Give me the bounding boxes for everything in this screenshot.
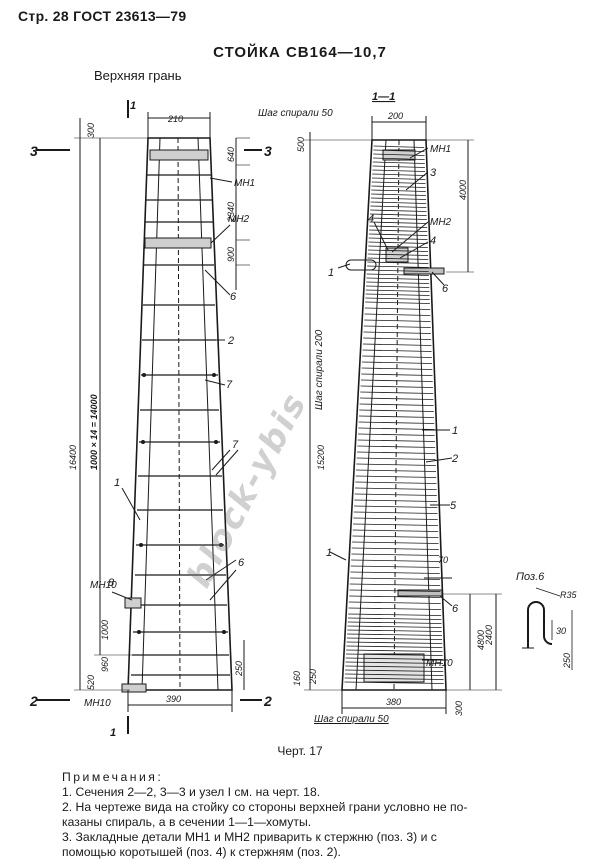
- right-dim-300: 300: [454, 701, 464, 716]
- left-contour: [127, 137, 233, 691]
- dim-spacing: 1000 × 14 = 14000: [89, 394, 99, 470]
- left-view: [36, 100, 262, 734]
- pos-7b: 7: [232, 439, 239, 451]
- pos-7a: 7: [226, 379, 233, 391]
- right-dim-250: 250: [308, 669, 318, 685]
- dim-250: 250: [234, 661, 244, 677]
- detail-radius: R35: [560, 590, 578, 600]
- dim-1000: 1000: [100, 620, 110, 640]
- note-line: 3. Закладные детали МН1 и МН2 приварить …: [62, 830, 437, 844]
- right-label-mn2: МН2: [430, 217, 452, 228]
- section-2-left: 2: [29, 693, 38, 709]
- label-mn1: МН1: [234, 178, 255, 189]
- dim-960: 960: [100, 657, 110, 672]
- right-pos-6b: 6: [452, 603, 459, 615]
- note-line: казаны спираль, а в сечении 1—1—хомуты.: [62, 815, 312, 829]
- label-mn10-lower: МН10: [84, 698, 111, 709]
- right-dim-500: 500: [296, 137, 306, 152]
- right-view: [304, 116, 502, 714]
- right-pos-3: 3: [430, 167, 437, 179]
- detail-dim-30: 30: [556, 626, 566, 636]
- pos-6b: 6: [238, 557, 245, 569]
- mn10-plate: [121, 683, 147, 693]
- dim-900: 900: [226, 247, 236, 262]
- notes-heading: Примечания:: [62, 770, 164, 784]
- right-pos-5: 5: [450, 500, 457, 512]
- dim-bottom-width: 390: [166, 694, 181, 704]
- detail-poz6: [522, 587, 573, 670]
- mn2-plate: [144, 237, 212, 249]
- left-inner-line: [197, 137, 219, 691]
- section-mark-1-bottom: 1: [110, 727, 116, 739]
- right-pos-4b: 4: [430, 235, 436, 247]
- detail-dim-250: 250: [562, 653, 572, 669]
- spiral-step-middle: Шаг спирали 200: [314, 329, 325, 410]
- right-dim-top-width: 200: [387, 111, 403, 121]
- note-line: 2. На чертеже вида на стойку со стороны …: [62, 800, 468, 814]
- left-ties: [131, 174, 230, 676]
- right-pos-1b: 1: [452, 425, 458, 437]
- notes-block: Примечания: 1. Сечения 2—2, 3—3 и узел I…: [62, 770, 592, 860]
- label-mn10-upper: МН10: [90, 580, 117, 591]
- pos-6a: 6: [230, 291, 237, 303]
- right-pos-6a: 6: [442, 283, 449, 295]
- section-mark-1-top: 1: [130, 100, 136, 112]
- right-pos-4a: 4: [368, 213, 374, 225]
- mn10-upper-plate: [124, 597, 142, 609]
- page-header: Стр. 28 ГОСТ 23613—79: [18, 8, 187, 24]
- right-dim-4800: 4800: [476, 630, 486, 650]
- note-line: 1. Сечения 2—2, 3—3 и узел I см. на черт…: [62, 785, 321, 799]
- label-mn2: МН2: [228, 214, 250, 225]
- section-3-left: 3: [30, 143, 38, 159]
- right-label-mn1: МН1: [430, 144, 451, 155]
- spiral-hatching: [344, 145, 444, 684]
- right-dim-15200: 15200: [316, 445, 326, 470]
- right-dim-4000: 4000: [458, 180, 468, 200]
- pos-2: 2: [227, 335, 234, 347]
- figure-caption: Черт. 17: [277, 744, 323, 758]
- pos-8: 8: [108, 577, 115, 589]
- section-3-right: 3: [264, 143, 272, 159]
- mn1-plate: [149, 149, 209, 161]
- left-axis-line: [177, 137, 181, 691]
- spiral-step-top: Шаг спирали 50: [258, 108, 333, 119]
- section-2-right: 2: [263, 693, 272, 709]
- right-label-mn10: МН10: [426, 658, 453, 669]
- right-pos-1a: 1: [328, 267, 334, 279]
- dim-top-width: 210: [167, 114, 183, 124]
- dim-640: 640: [226, 147, 236, 162]
- dim-2340: 2340: [226, 202, 236, 223]
- dim-top-offset: 300: [86, 123, 96, 138]
- right-dim-2400: 2400: [484, 625, 494, 646]
- right-dim-bottom-width: 380: [386, 697, 401, 707]
- right-dim-70: 70: [438, 555, 448, 565]
- section-title-1-1: 1—1: [372, 91, 395, 103]
- right-dim-160: 160: [292, 671, 302, 686]
- dim-520: 520: [86, 675, 96, 690]
- drawing-title: СТОЙКА СВ164—10,7: [213, 44, 387, 61]
- view-label: Верхняя грань: [94, 68, 182, 83]
- note-line: помощью коротышей (поз. 4) к стержням (п…: [62, 845, 341, 859]
- detail-title: Поз.6: [516, 571, 545, 583]
- dim-total-height: 16400: [68, 445, 78, 470]
- left-inner-line: [141, 137, 161, 691]
- right-pos-2: 2: [451, 453, 458, 465]
- spiral-step-bottom: Шаг спирали 50: [314, 714, 389, 725]
- pos-1: 1: [114, 477, 120, 489]
- right-pos-1c: 1: [326, 547, 332, 559]
